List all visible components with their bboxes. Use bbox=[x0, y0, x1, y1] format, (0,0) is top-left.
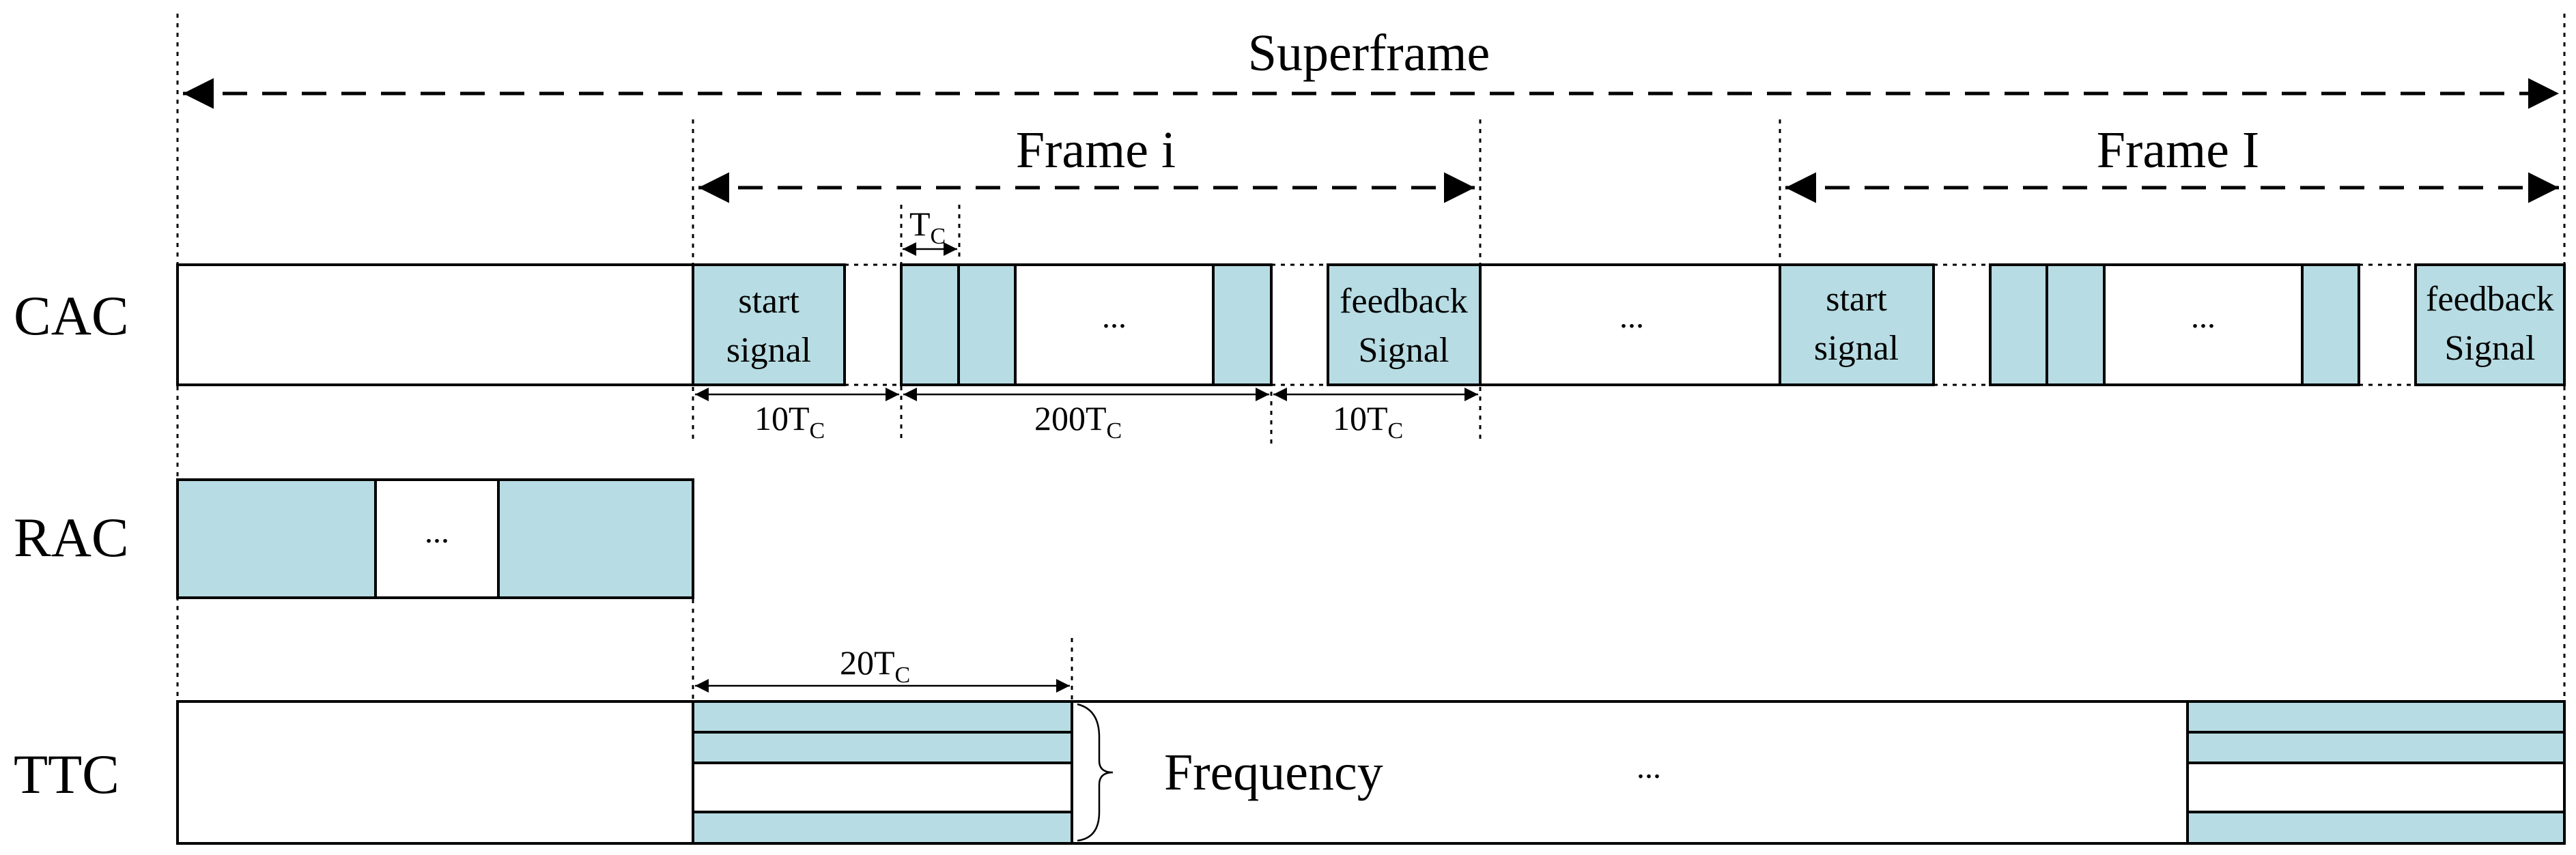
cac-feedback-signal-text-2: Signal bbox=[1359, 331, 1449, 370]
cac-feedback-signal-cell bbox=[1327, 263, 1482, 386]
ttc-channel-cell bbox=[2186, 700, 2566, 734]
tc-dimension: TC bbox=[903, 205, 957, 256]
svg-text:TC: TC bbox=[909, 205, 946, 249]
cac-slot-cell bbox=[2046, 263, 2106, 386]
cac-between-frames-segment bbox=[1479, 263, 1781, 386]
tc-label: T bbox=[909, 205, 931, 243]
row-label-ttc: TTC bbox=[14, 743, 119, 805]
rac-row: ... bbox=[176, 478, 694, 599]
svg-text:200TC: 200TC bbox=[1034, 399, 1122, 444]
ttc-ellipsis: ... bbox=[1637, 749, 1661, 785]
ttc-channel-cell bbox=[692, 700, 1073, 734]
cac-slots-ellipsis-2: ... bbox=[2191, 299, 2216, 335]
cac-frames-ellipsis: ... bbox=[1619, 299, 1644, 335]
cac-slot-cell bbox=[1212, 263, 1273, 386]
cac-start-signal-cell bbox=[692, 263, 846, 386]
frame-last-label: Frame I bbox=[2097, 121, 2259, 179]
frame-i-span: Frame i bbox=[698, 121, 1475, 203]
frame-last-span: Frame I bbox=[1785, 121, 2559, 203]
rac-slot-cell bbox=[497, 478, 694, 599]
cac-start-signal-text-2b: signal bbox=[1814, 329, 1899, 368]
cac-start-signal-text-2: signal bbox=[726, 331, 811, 370]
cac-dimensions: 10TC 200TC 10TC bbox=[695, 388, 1478, 444]
cac-slot-cell bbox=[900, 263, 960, 386]
frame-i-label: Frame i bbox=[1016, 121, 1176, 179]
cac-feedback-signal-text-1: feedback bbox=[1340, 282, 1468, 321]
ttc-dimension: 20TC bbox=[695, 643, 1070, 693]
cac-start-signal-cell-2 bbox=[1779, 263, 1935, 386]
ttc-channel-cell bbox=[2186, 731, 2566, 764]
rac-ellipsis: ... bbox=[425, 514, 449, 550]
ttc-channel-cell bbox=[692, 731, 1073, 764]
ttc-channel-cell bbox=[692, 811, 1073, 845]
ttc-channel-cell bbox=[2186, 811, 2566, 845]
dim-200tc: 200T bbox=[1034, 399, 1107, 437]
cac-start-signal-text-1: start bbox=[738, 282, 799, 321]
frequency-brace bbox=[1077, 703, 1114, 842]
row-label-cac: CAC bbox=[14, 285, 129, 347]
rac-slot-cell bbox=[176, 478, 377, 599]
ttc-band bbox=[176, 700, 2566, 845]
svg-text:20TC: 20TC bbox=[840, 643, 910, 688]
cac-row: start signal ... feedback Signal ... sta… bbox=[176, 263, 2566, 386]
rac-gap-segment bbox=[374, 478, 500, 599]
row-label-rac: RAC bbox=[14, 506, 129, 568]
cac-slot-gap-segment bbox=[1014, 263, 1215, 386]
svg-text:10TC: 10TC bbox=[754, 399, 825, 444]
cac-slot-cell bbox=[957, 263, 1017, 386]
ttc-row: Frequency ... bbox=[176, 700, 2566, 845]
frequency-label: Frequency bbox=[1164, 744, 1383, 801]
cac-idle-segment bbox=[176, 263, 694, 386]
dim-10tc-start: 10T bbox=[754, 399, 810, 437]
tc-sub: C bbox=[931, 224, 946, 249]
svg-text:10TC: 10TC bbox=[1333, 399, 1403, 444]
cac-feedback-signal-cell-2 bbox=[2414, 263, 2566, 386]
superframe-span: Superframe bbox=[183, 25, 2559, 109]
cac-feedback-signal-text-1b: feedback bbox=[2426, 280, 2554, 319]
cac-feedback-signal-text-2b: Signal bbox=[2445, 329, 2536, 368]
dim-20tc: 20T bbox=[840, 643, 895, 682]
cac-slots-ellipsis: ... bbox=[1102, 299, 1127, 335]
dim-10tc-feedback: 10T bbox=[1333, 399, 1388, 437]
superframe-label: Superframe bbox=[1248, 25, 1490, 82]
cac-slot-cell bbox=[2301, 263, 2360, 386]
cac-start-signal-text-1b: start bbox=[1826, 280, 1887, 319]
cac-slot-cell bbox=[1989, 263, 2048, 386]
